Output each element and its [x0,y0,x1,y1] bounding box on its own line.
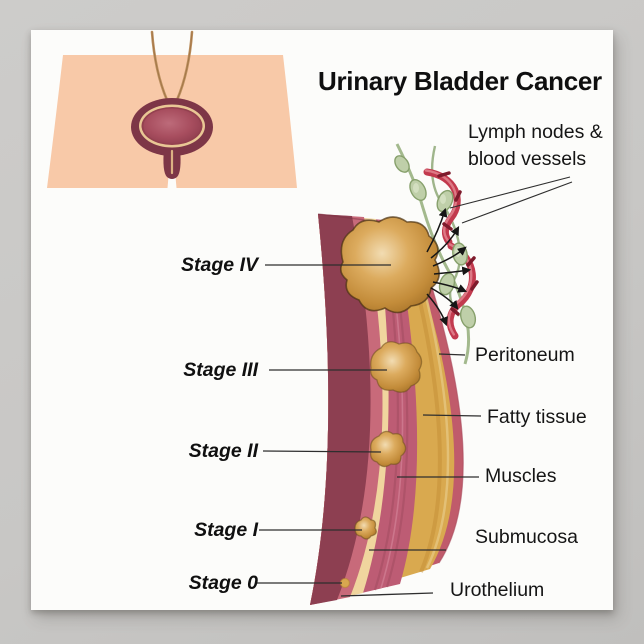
bladder-anatomy-inset [47,30,297,188]
leader-peritoneum [438,353,466,356]
leader-lymph-2 [461,181,573,224]
bladder-cream-ring [139,104,205,148]
blood-vessel-dashes [437,171,479,316]
wall-outer-edge [411,225,464,564]
fatty-tissue-streak [399,225,442,573]
bladder-inner-ring [141,107,203,145]
stage-label-iv: Stage IV [181,254,258,276]
leader-stage-ii [262,450,382,453]
lymph-node-chain [395,143,471,365]
muscle-striations [373,219,409,591]
poster-title: Urinary Bladder Cancer [318,66,602,96]
lymph-nodes [394,155,477,329]
tumor-stage-ii [369,430,407,468]
layer-label-fatty-tissue: Fatty tissue [487,406,587,428]
stage-label-i: Stage I [194,519,258,541]
ureters [150,30,194,102]
leader-urothelium [340,592,434,597]
layer-submucosa [310,214,389,605]
tumor-stage-0 [339,577,351,589]
lymph-label-line2: blood vessels [468,148,587,170]
poster: Urinary Bladder Cancer Lymph nodes & blo… [31,30,613,610]
lymph-label-line1: Lymph nodes & [468,121,603,143]
bladder-lumen [310,214,371,605]
layer-muscles [310,214,418,605]
layer-label-submucosa: Submucosa [475,526,578,548]
layer-fatty-tissue [310,214,455,605]
urethra [163,148,181,179]
bladder-wall-diagram [256,143,573,605]
layer-peritoneum [310,214,464,605]
metastasis-arrows [426,207,472,327]
leg-split-notch [167,154,177,188]
bladder-wall-cross-section [310,213,464,605]
layer-label-peritoneum: Peritoneum [475,344,575,366]
bladder-cavity [143,108,201,144]
stage-label-iii: Stage III [183,359,258,381]
leader-fatty-tissue [422,414,482,417]
wall-top-edge [317,213,413,227]
leader-lymph-1 [449,176,571,209]
stage-label-ii: Stage II [188,440,258,462]
blood-vessels [423,168,479,340]
layer-label-muscles: Muscles [485,465,557,487]
tumor-stage-iii [369,341,423,393]
torso-silhouette [47,55,297,188]
stage-label-0: Stage 0 [188,572,258,594]
lymph-nodes-label: Lymph nodes & blood vessels [468,119,603,173]
fatty-tissue-highlight [406,227,450,569]
bladder-outer-wall [131,98,213,156]
tumor-stage-iv [339,216,440,314]
tumor-stage-i [354,516,377,540]
layer-urothelium [310,214,383,605]
bladder-illustration [131,98,213,179]
layer-label-urothelium: Urothelium [450,579,545,601]
tumors [339,216,440,589]
